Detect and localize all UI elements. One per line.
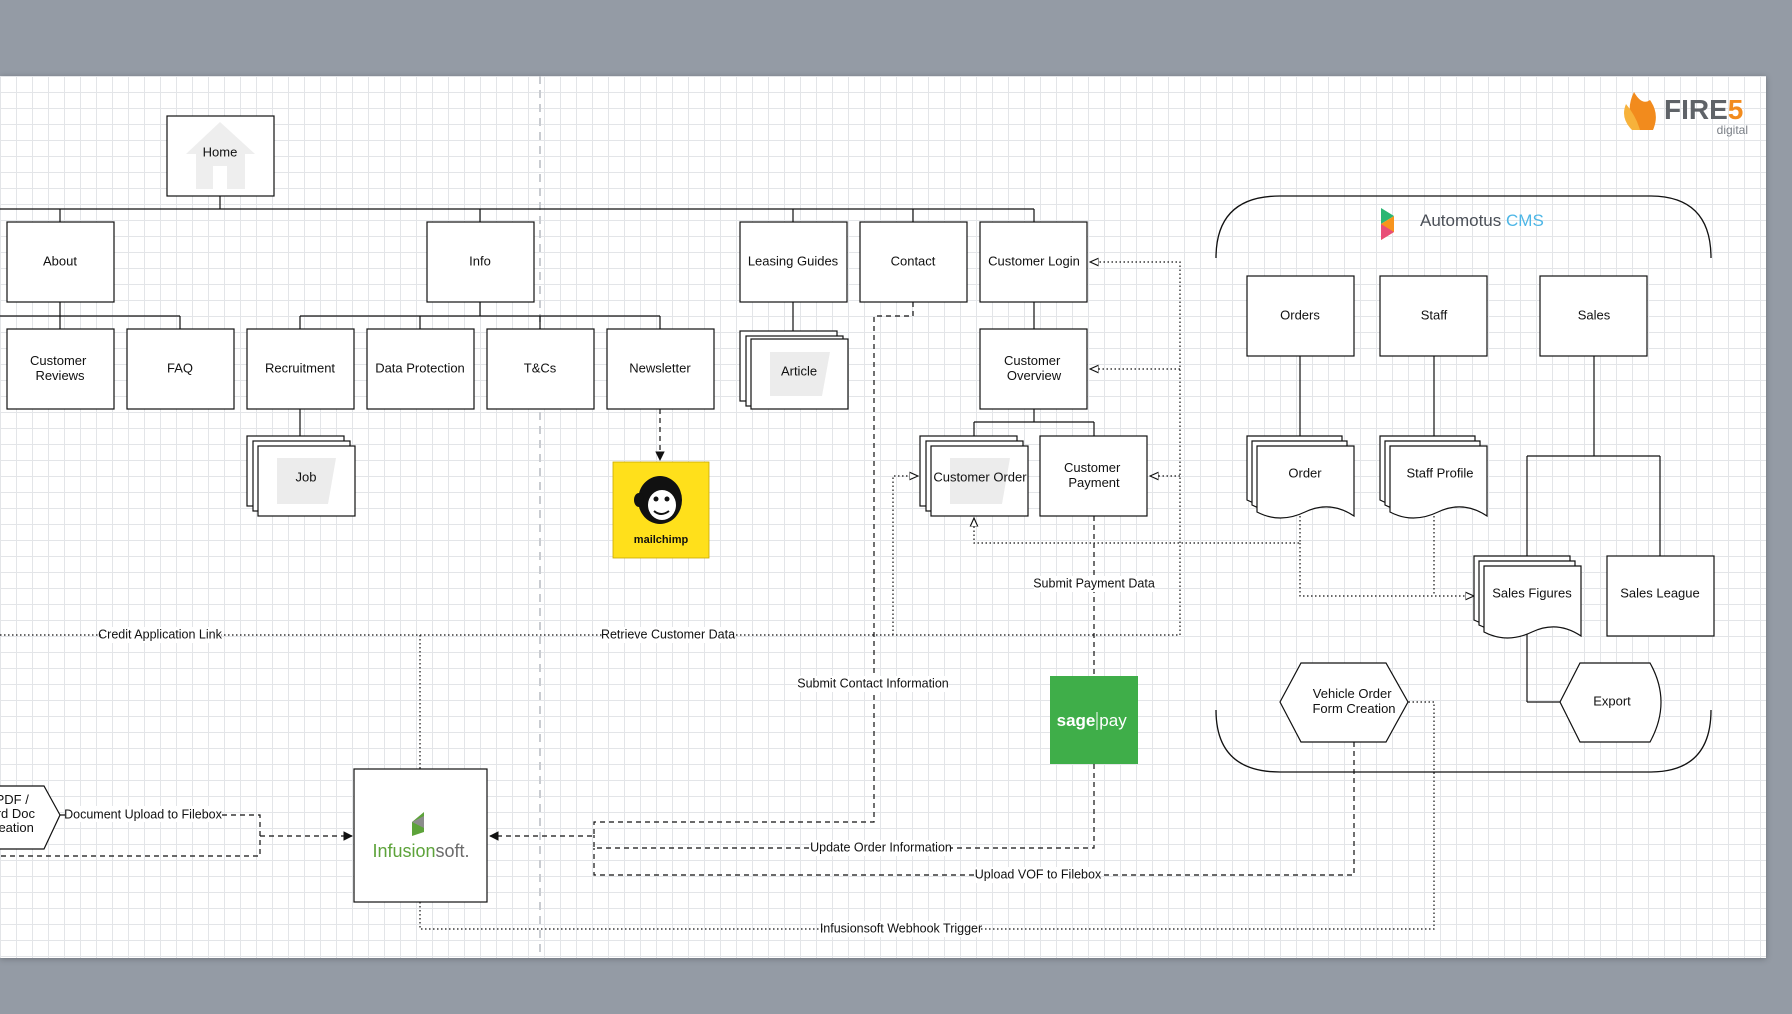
node-label: Home	[203, 144, 238, 159]
node-label: Sales League	[1620, 585, 1700, 600]
node-orders[interactable]: Orders	[1246, 275, 1355, 357]
node-label: Data Protection	[375, 360, 465, 375]
node-label: Customer Reviews	[30, 353, 90, 383]
node-label: Orders	[1280, 307, 1320, 322]
node-label: Sales Figures	[1492, 585, 1572, 600]
node-customer-overview[interactable]: Customer Overview	[979, 328, 1088, 410]
tree-connectors	[0, 196, 1661, 703]
automotus-logo: Automotus CMS	[1381, 208, 1544, 240]
node-export[interactable]: Export	[1559, 662, 1662, 743]
node-contact[interactable]: Contact	[859, 221, 968, 303]
diagram-canvas: Credit Application Link Retrieve Custome…	[0, 76, 1766, 958]
label-document-upload: Document Upload to Filebox	[64, 807, 222, 821]
node-label: Sales	[1578, 307, 1611, 322]
node-leasing-guides[interactable]: Leasing Guides	[739, 221, 848, 303]
node-customer-reviews[interactable]: Customer Reviews	[6, 328, 115, 410]
monkey-icon	[634, 476, 682, 524]
automotus-wordmark: Automotus CMS	[1420, 211, 1544, 230]
node-label: Staff Profile	[1407, 465, 1474, 480]
infusionsoft-leaf-icon	[412, 812, 424, 836]
sitemap-diagram: Credit Application Link Retrieve Custome…	[0, 76, 1748, 958]
node-label: Customer Order	[933, 469, 1027, 484]
mailchimp-logo[interactable]: mailchimp	[612, 461, 710, 559]
fire5-digital-text: digital	[1717, 123, 1748, 137]
node-newsletter[interactable]: Newsletter	[606, 328, 715, 410]
fire5-wordmark: FIRE5	[1664, 94, 1743, 125]
node-sales-figures[interactable]: Sales Figures	[1473, 555, 1582, 639]
node-label: Info	[469, 253, 491, 268]
node-label: Order	[1288, 465, 1322, 480]
automotus-mark-icon	[1381, 208, 1394, 240]
label-credit-application-link: Credit Application Link	[98, 627, 222, 641]
node-home[interactable]: Home	[166, 115, 275, 197]
document-icon	[770, 352, 830, 396]
document-icon	[277, 458, 336, 504]
node-pdf-doc-creation[interactable]: PDF / ord Doc reation	[0, 785, 61, 850]
infusionsoft-node[interactable]: Infusionsoft.	[353, 768, 488, 903]
node-label: Export	[1593, 693, 1631, 708]
infusionsoft-wordmark: Infusionsoft.	[372, 841, 469, 861]
label-submit-payment-data: Submit Payment Data	[1033, 576, 1155, 590]
node-job[interactable]: Job	[246, 435, 356, 517]
node-info[interactable]: Info	[426, 221, 535, 303]
node-label: Vehicle Order Form Creation	[1312, 686, 1395, 716]
node-article[interactable]: Article	[739, 330, 849, 410]
node-label: About	[43, 253, 77, 268]
node-label: T&Cs	[524, 360, 557, 375]
node-sales-league[interactable]: Sales League	[1606, 555, 1715, 637]
node-order[interactable]: Order	[1246, 435, 1355, 519]
sagepay-pay-text: pay	[1099, 711, 1127, 730]
node-label: Customer Payment	[1064, 460, 1124, 490]
node-staff[interactable]: Staff	[1379, 275, 1488, 357]
node-staff-profile[interactable]: Staff Profile	[1379, 435, 1488, 519]
node-customer-order[interactable]: Customer Order	[919, 435, 1029, 517]
sagepay-sage-text: sage	[1057, 711, 1096, 730]
node-data-protection[interactable]: Data Protection	[366, 328, 475, 410]
flame-icon	[1624, 92, 1656, 130]
edge-labels: Credit Application Link Retrieve Custome…	[64, 576, 1155, 937]
node-label: Leasing Guides	[748, 253, 839, 268]
node-tcs[interactable]: T&Cs	[486, 328, 595, 410]
node-label: PDF / ord Doc reation	[0, 792, 39, 835]
node-label: FAQ	[167, 360, 193, 375]
fire5-logo: FIRE5 digital	[1624, 92, 1748, 137]
node-about[interactable]: About	[6, 221, 115, 303]
node-faq[interactable]: FAQ	[126, 328, 235, 410]
sagepay-logo[interactable]: sage pay	[1050, 676, 1138, 764]
mailchimp-wordmark: mailchimp	[634, 534, 689, 546]
house-icon	[186, 122, 255, 189]
node-label: Recruitment	[265, 360, 335, 375]
node-sales[interactable]: Sales	[1539, 275, 1648, 357]
node-label: Customer Overview	[1004, 353, 1064, 383]
label-update-order-information: Update Order Information	[810, 840, 952, 854]
node-customer-payment[interactable]: Customer Payment	[1039, 435, 1148, 517]
node-customer-login[interactable]: Customer Login	[979, 221, 1088, 303]
node-label: Staff	[1421, 307, 1448, 322]
node-label: Newsletter	[629, 360, 691, 375]
node-label: Customer Login	[988, 253, 1080, 268]
label-webhook-trigger: Infusionsoft Webhook Trigger	[820, 921, 982, 935]
label-retrieve-customer-data: Retrieve Customer Data	[601, 627, 735, 641]
label-upload-vof: Upload VOF to Filebox	[975, 867, 1102, 881]
node-recruitment[interactable]: Recruitment	[246, 328, 355, 410]
node-vehicle-order-form[interactable]: Vehicle Order Form Creation	[1279, 662, 1409, 743]
node-label: Article	[781, 363, 817, 378]
node-label: Job	[296, 469, 317, 484]
node-label: Contact	[891, 253, 936, 268]
automotus-cms-container	[1215, 195, 1712, 773]
document-icon	[950, 458, 1010, 504]
label-submit-contact-information: Submit Contact Information	[797, 676, 949, 690]
